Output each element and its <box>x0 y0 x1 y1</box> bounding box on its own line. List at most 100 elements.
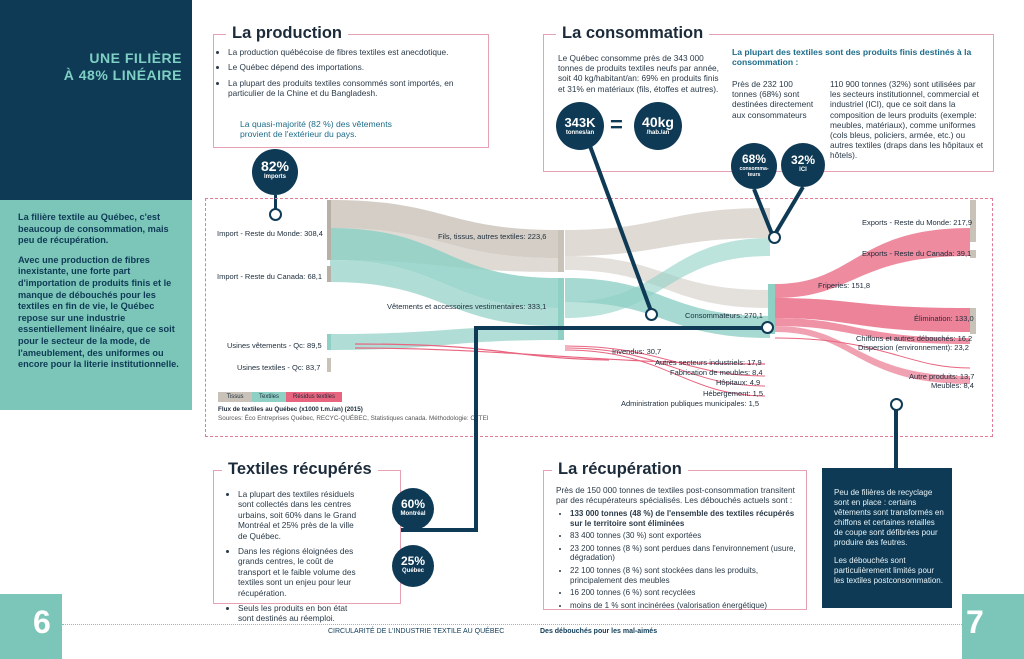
connector-dot <box>645 308 658 321</box>
ici-label: ICI <box>799 167 807 173</box>
sankey-label: Administration publiques municipales: 1,… <box>621 399 759 408</box>
sankey-label: Import - Reste du Canada: 68,1 <box>217 272 323 281</box>
montreal-circle: 60% Montréal <box>392 488 434 530</box>
ici-value: 32% <box>790 153 816 167</box>
node-import-monde <box>327 200 331 260</box>
list-item: Seuls les produits en bon état sont dest… <box>238 603 364 624</box>
banner-title-line2: À 48% LINÉAIRE <box>63 67 182 83</box>
node-vetements <box>558 278 564 340</box>
list-item: La plupart des textiles résiduels sont c… <box>238 489 364 541</box>
sankey-caption: Flux de textiles au Québec (x1000 t.m./a… <box>218 406 363 413</box>
tonnage-label: tonnes/an <box>565 130 595 136</box>
flow-residus <box>564 347 766 387</box>
list-item: 83 400 tonnes (30 %) sont exportées <box>570 531 800 541</box>
production-bullets: La production québécoise de fibres texti… <box>214 47 478 99</box>
flow-residus <box>775 326 970 384</box>
consommation-col1: Près de 232 100 tonnes (68%) sont destin… <box>732 79 814 120</box>
recuperes-bullets: La plupart des textiles résiduels sont c… <box>224 489 364 624</box>
consumers-circle: 68% consomma-teurs <box>731 143 777 189</box>
page-number-left-block: 6 <box>0 594 62 659</box>
sankey-label: Usines vêtements - Qc: 89,5 <box>227 341 322 350</box>
list-item: 16 200 tonnes (6 %) sont recyclées <box>570 588 800 598</box>
sankey-label: Friperies: 151,8 <box>818 281 871 290</box>
quebec-circle: 25% Québec <box>392 545 434 587</box>
connector-dot <box>890 398 903 411</box>
node-usines-textiles <box>327 358 331 372</box>
imports-circle: 82% Imports <box>252 149 298 195</box>
tonnage-value: 343K <box>564 115 596 130</box>
recuperes-title: Textiles récupérés <box>222 460 378 479</box>
connector-dot <box>761 321 774 334</box>
connector-line <box>274 195 277 209</box>
footer-right-text: Des débouchés pour les mal-aimés <box>540 628 658 635</box>
sankey-label: Import - Reste du Monde: 308,4 <box>217 229 323 238</box>
imports-value: 82% <box>260 158 290 174</box>
sankey-label: Autres secteurs industriels: 17,9 <box>655 358 762 367</box>
footer-left-text: CIRCULARITÉ DE L'INDUSTRIE TEXTILE AU QU… <box>328 628 505 635</box>
node-fils-tissus <box>558 230 564 272</box>
banner-title-block: UNE FILIÈRE À 48% LINÉAIRE <box>0 0 192 200</box>
sankey-sources: Sources: Éco Entreprises Québec, RECYC-Q… <box>218 415 489 422</box>
flow-residus <box>774 337 971 369</box>
per-capita-value: 40kg <box>642 114 674 130</box>
node-elimination <box>970 308 976 334</box>
sankey-frame <box>205 198 993 437</box>
equals-sign: = <box>610 112 623 137</box>
legend-textiles: Textiles <box>252 392 286 402</box>
sankey-diagram <box>327 200 976 397</box>
consommation-text: Le Québec consomme près de 343 000 tonne… <box>558 53 719 94</box>
legend-residus: Résidus textiles <box>286 392 342 402</box>
list-item: Dans les régions éloignées des grands ce… <box>238 546 364 598</box>
flow-residus <box>775 318 970 344</box>
ici-circle: 32% ICI <box>781 143 825 187</box>
recycling-note-box: Peu de filières de recyclage sont en pla… <box>822 468 952 608</box>
page-number-right: 7 <box>966 604 984 640</box>
connector-dot <box>768 231 781 244</box>
node-exports-canada <box>970 250 976 258</box>
list-item: 133 000 tonnes (48 %) de l'ensemble des … <box>570 509 800 528</box>
tonnage-circle: 343K tonnes/an <box>556 102 604 150</box>
flow-tissus <box>565 208 770 256</box>
page-number-right-block: 7 <box>962 594 1024 659</box>
sankey-label: Élimination: 133,0 <box>914 314 974 323</box>
footer-divider <box>62 624 962 625</box>
node-import-canada <box>327 266 331 282</box>
recycling-note-p1: Peu de filières de recyclage sont en pla… <box>834 488 944 547</box>
flow-tissus <box>330 200 558 258</box>
node-exports-monde <box>970 200 976 242</box>
list-item: 23 200 tonnes (8 %) sont perdues dans l'… <box>570 544 800 563</box>
sankey-label: Exports - Reste du Monde: 217,9 <box>862 218 973 227</box>
consommation-title: La consommation <box>556 24 710 43</box>
sankey-label: Invendus: 30,7 <box>612 347 662 356</box>
flow-textiles <box>565 278 770 338</box>
per-capita-circle: 40kg /hab./an <box>634 102 682 150</box>
consommation-subtitle: La plupart des textiles sont des produit… <box>732 47 972 68</box>
flow-residus <box>354 347 766 365</box>
flow-residus <box>564 349 766 397</box>
node-consommateurs <box>768 284 775 334</box>
sankey-label: Chiffons et autres débouchés: 16,2 <box>856 334 973 343</box>
flow-textiles <box>565 238 770 318</box>
banner-text-block: La filière textile au Québec, c'est beau… <box>0 200 192 410</box>
list-item: moins de 1 % sont incinérées (valorisati… <box>570 601 800 611</box>
production-box: La production québécoise de fibres texti… <box>213 34 489 148</box>
sankey-label: Hôpitaux: 4,9 <box>716 378 761 387</box>
sankey-label: Fabrication de meubles: 8,4 <box>670 368 763 377</box>
connector-dot <box>269 208 282 221</box>
sankey-label: Meubles: 8,4 <box>931 381 974 390</box>
flow-residus <box>775 228 970 298</box>
recycling-note-p2: Les débouchés sont particulièrement limi… <box>834 556 943 585</box>
flow-residus <box>564 345 766 377</box>
recuperation-intro: Près de 150 000 tonnes de textiles post-… <box>556 485 795 506</box>
flow-residus <box>775 298 970 332</box>
per-capita-label: /hab./an <box>646 130 670 136</box>
legend-tissus: Tissus <box>218 392 252 402</box>
production-title: La production <box>226 24 348 43</box>
list-item: La plupart des produits textiles consomm… <box>228 78 478 99</box>
flow-residus <box>354 343 610 361</box>
montreal-value: 60% <box>400 497 426 511</box>
list-item: Le Québec dépend des importations. <box>228 62 478 72</box>
node-usines-vetements <box>327 334 331 350</box>
sankey-label: Fils, tissus, autres textiles: 223,6 <box>438 232 547 241</box>
consumers-value: 68% <box>741 152 767 166</box>
